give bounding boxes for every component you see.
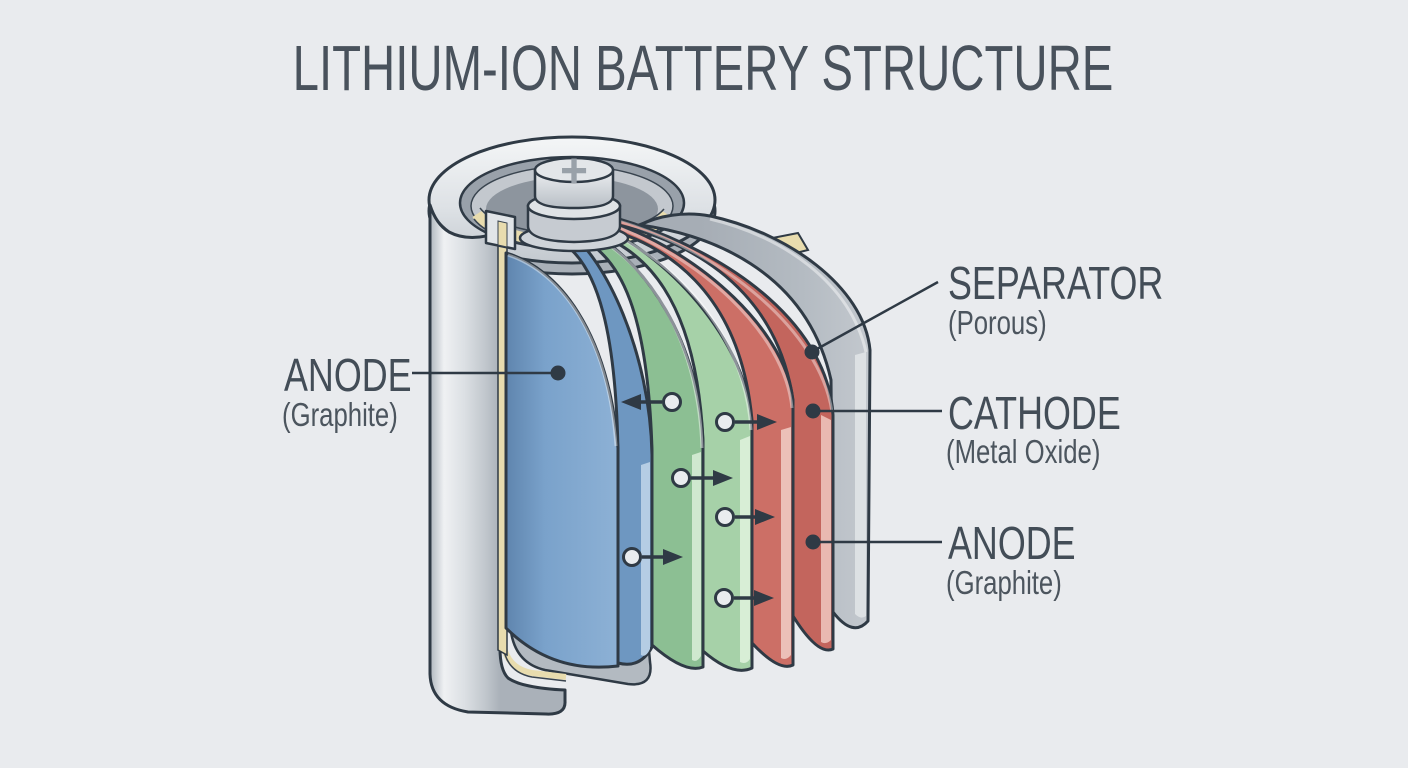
ion-flow-arrow bbox=[757, 414, 777, 430]
callout-sublabel: (Metal Oxide) bbox=[946, 434, 1100, 471]
lithium-ion-marker bbox=[714, 588, 774, 608]
callout-separator: SEPARATOR (Porous) bbox=[948, 258, 1163, 342]
ion-flow-arrow bbox=[713, 470, 733, 486]
callout-label: SEPARATOR bbox=[948, 258, 1163, 309]
callout-leaders bbox=[412, 280, 942, 550]
lithium-ion-marker bbox=[715, 412, 777, 432]
leader-dot bbox=[805, 534, 821, 550]
lithium-ion-marker bbox=[671, 468, 733, 488]
anode-layer-front bbox=[504, 251, 620, 669]
lithium-ion-marker bbox=[715, 507, 775, 527]
callout-anode-left: ANODE (Graphite) bbox=[282, 350, 412, 434]
callout-label: CATHODE bbox=[948, 388, 1121, 439]
ion-flow-arrow bbox=[755, 509, 775, 525]
cathode-layer-outer bbox=[602, 216, 835, 652]
leader-dot bbox=[550, 365, 566, 381]
lithium-ion-marker bbox=[622, 547, 683, 567]
leader-separator bbox=[816, 280, 939, 351]
ion-flow-markers bbox=[621, 392, 777, 608]
callout-label: ANODE bbox=[948, 518, 1076, 569]
ion-flow-arrow bbox=[754, 590, 774, 606]
plus-icon: + bbox=[560, 145, 588, 198]
case-right-wall bbox=[638, 212, 872, 630]
callout-anode-right: ANODE (Graphite) bbox=[946, 518, 1076, 602]
callout-sublabel: (Porous) bbox=[948, 305, 1047, 342]
callout-label: ANODE bbox=[284, 350, 412, 401]
leader-dot bbox=[804, 344, 820, 360]
ion-flow-arrow bbox=[621, 394, 641, 410]
page-title: LITHIUM-ION BATTERY STRUCTURE bbox=[293, 32, 1114, 104]
callout-cathode: CATHODE (Metal Oxide) bbox=[946, 388, 1121, 471]
callout-sublabel: (Graphite) bbox=[282, 397, 398, 434]
callout-sublabel: (Graphite) bbox=[946, 565, 1062, 602]
lithium-ion-marker bbox=[621, 392, 682, 412]
leader-dot bbox=[805, 403, 821, 419]
ion-flow-arrow bbox=[663, 549, 683, 565]
rim-cut-notch bbox=[484, 209, 517, 251]
positive-terminal: + bbox=[518, 145, 630, 253]
